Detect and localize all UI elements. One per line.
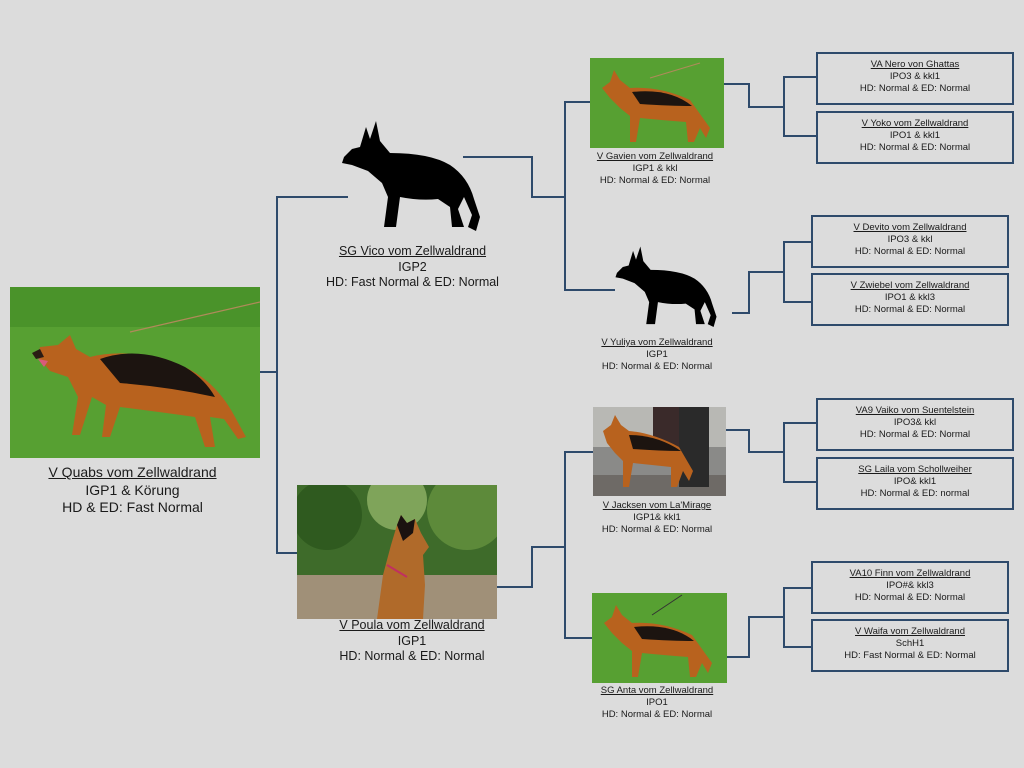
grandparent-1-photo bbox=[590, 58, 724, 148]
great-grandparent-7-box: VA10 Finn vom Zellwaldrand IPO#& kkl3 HD… bbox=[811, 561, 1009, 614]
great-grandparent-7-name: VA10 Finn vom Zellwaldrand bbox=[849, 568, 971, 579]
dog-health: HD & ED: Fast Normal bbox=[62, 499, 203, 515]
grandparent-3-title: IGP1& kkl1 bbox=[633, 511, 681, 523]
sire-name: SG Vico vom Zellwaldrand bbox=[338, 244, 487, 258]
great-grandparent-2-health: HD: Normal & ED: Normal bbox=[859, 141, 971, 153]
sire-silhouette bbox=[340, 119, 482, 231]
grandparent-3-health: HD: Normal & ED: Normal bbox=[601, 523, 713, 535]
great-grandparent-6-box: SG Laila vom Schollweiher IPO& kkl1 HD: … bbox=[816, 457, 1014, 510]
sire-title: IGP2 bbox=[398, 259, 427, 274]
dam-caption: V Poula vom Zellwaldrand IGP1 HD: Normal… bbox=[307, 618, 517, 665]
dog-name: V Quabs vom Zellwaldrand bbox=[48, 464, 217, 480]
grandparent-3-name: V Jacksen vom La'Mirage bbox=[602, 500, 712, 511]
great-grandparent-3-title: IPO3 & kkl bbox=[887, 233, 933, 245]
sire-health: HD: Fast Normal & ED: Normal bbox=[326, 275, 499, 290]
great-grandparent-3-health: HD: Normal & ED: Normal bbox=[854, 245, 966, 257]
grandparent-4-photo bbox=[592, 593, 727, 683]
sire-caption: SG Vico vom Zellwaldrand IGP2 HD: Fast N… bbox=[310, 244, 515, 291]
great-grandparent-8-name: V Waifa vom Zellwaldrand bbox=[855, 626, 965, 637]
great-grandparent-2-title: IPO1 & kkl1 bbox=[889, 129, 941, 141]
great-grandparent-8-health: HD: Fast Normal & ED: Normal bbox=[844, 649, 976, 661]
grandparent-2-caption: V Yuliya vom Zellwaldrand IGP1 HD: Norma… bbox=[572, 337, 742, 373]
great-grandparent-6-name: SG Laila vom Schollweiher bbox=[858, 464, 972, 475]
grandparent-4-name: SG Anta vom Zellwaldrand bbox=[600, 685, 714, 696]
great-grandparent-2-name: V Yoko vom Zellwaldrand bbox=[861, 118, 969, 129]
great-grandparent-6-health: HD: Normal & ED: normal bbox=[860, 487, 970, 499]
great-grandparent-7-health: HD: Normal & ED: Normal bbox=[854, 591, 966, 603]
grandparent-1-name: V Gavien vom Zellwaldrand bbox=[596, 151, 714, 162]
great-grandparent-3-name: V Devito vom Zellwaldrand bbox=[853, 222, 967, 233]
great-grandparent-7-title: IPO#& kkl3 bbox=[886, 579, 934, 591]
dog-caption: V Quabs vom Zellwaldrand IGP1 & Körung H… bbox=[10, 464, 255, 517]
great-grandparent-8-box: V Waifa vom Zellwaldrand SchH1 HD: Fast … bbox=[811, 619, 1009, 672]
dam-title: IGP1 bbox=[397, 633, 427, 648]
great-grandparent-1-title: IPO3 & kkl1 bbox=[889, 70, 941, 82]
great-grandparent-5-title: IPO3& kkl bbox=[893, 416, 937, 428]
great-grandparent-1-box: VA Nero von Ghattas IPO3 & kkl1 HD: Norm… bbox=[816, 52, 1014, 105]
great-grandparent-2-box: V Yoko vom Zellwaldrand IPO1 & kkl1 HD: … bbox=[816, 111, 1014, 164]
great-grandparent-6-title: IPO& kkl1 bbox=[893, 475, 937, 487]
great-grandparent-5-name: VA9 Vaiko vom Suentelstein bbox=[855, 405, 975, 416]
grandparent-4-title: IPO1 bbox=[646, 696, 668, 708]
great-grandparent-8-title: SchH1 bbox=[895, 637, 925, 649]
grandparent-1-caption: V Gavien vom Zellwaldrand IGP1 & kkl HD:… bbox=[570, 151, 740, 187]
great-grandparent-4-title: IPO1 & kkl3 bbox=[884, 291, 936, 303]
great-grandparent-5-box: VA9 Vaiko vom Suentelstein IPO3& kkl HD:… bbox=[816, 398, 1014, 451]
great-grandparent-4-name: V Zwiebel vom Zellwaldrand bbox=[850, 280, 970, 291]
dam-photo bbox=[297, 485, 497, 619]
dog-title: IGP1 & Körung bbox=[85, 481, 180, 498]
great-grandparent-4-health: HD: Normal & ED: Normal bbox=[854, 303, 966, 315]
dog-photo bbox=[10, 287, 260, 458]
great-grandparent-3-box: V Devito vom Zellwaldrand IPO3 & kkl HD:… bbox=[811, 215, 1009, 268]
grandparent-2-health: HD: Normal & ED: Normal bbox=[601, 360, 713, 372]
grandparent-2-name: V Yuliya vom Zellwaldrand bbox=[601, 337, 713, 348]
grandparent-3-caption: V Jacksen vom La'Mirage IGP1& kkl1 HD: N… bbox=[572, 500, 742, 536]
grandparent-1-title: IGP1 & kkl bbox=[632, 162, 678, 174]
grandparent-1-health: HD: Normal & ED: Normal bbox=[599, 174, 711, 186]
grandparent-3-photo bbox=[593, 407, 726, 496]
great-grandparent-1-name: VA Nero von Ghattas bbox=[870, 59, 960, 70]
great-grandparent-4-box: V Zwiebel vom Zellwaldrand IPO1 & kkl3 H… bbox=[811, 273, 1009, 326]
dam-health: HD: Normal & ED: Normal bbox=[339, 649, 485, 664]
great-grandparent-1-health: HD: Normal & ED: Normal bbox=[859, 82, 971, 94]
grandparent-2-title: IGP1 bbox=[646, 348, 668, 360]
grandparent-2-silhouette bbox=[614, 245, 718, 327]
great-grandparent-5-health: HD: Normal & ED: Normal bbox=[859, 428, 971, 440]
grandparent-4-caption: SG Anta vom Zellwaldrand IPO1 HD: Normal… bbox=[572, 685, 742, 721]
dam-name: V Poula vom Zellwaldrand bbox=[339, 618, 485, 632]
grandparent-4-health: HD: Normal & ED: Normal bbox=[601, 708, 713, 720]
